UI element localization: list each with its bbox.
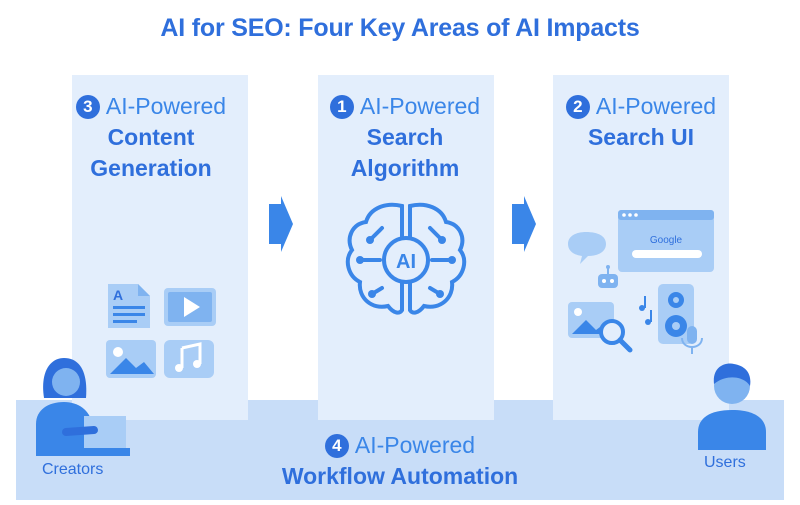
heading-line1: AI-Powered	[359, 93, 481, 119]
user-person-icon	[698, 363, 766, 450]
heading-line2: Content	[107, 124, 195, 150]
robot-icon	[598, 265, 618, 288]
step-number-badge: 2	[565, 94, 590, 119]
creator-person-icon	[36, 358, 130, 456]
arrow-right-icon	[269, 196, 293, 252]
speaker-icon	[658, 284, 694, 344]
brain-ai-label: AI	[396, 251, 416, 273]
users-label: Users	[704, 454, 746, 471]
image-icon	[106, 340, 156, 378]
heading-line1: AI-Powered	[595, 93, 717, 119]
image-search-icon	[568, 302, 633, 353]
music-icon	[164, 340, 214, 378]
document-icon: A	[108, 284, 150, 328]
microphone-icon	[681, 326, 703, 354]
step-number-badge: 3	[75, 94, 100, 119]
heading-line1: AI-Powered	[354, 432, 476, 458]
brain-ai-icon: AI	[345, 202, 467, 315]
diagram-title: AI for SEO: Four Key Areas of AI Impacts	[160, 14, 640, 42]
heading-line3: Algorithm	[350, 155, 460, 181]
workflow-automation-heading: 4 AI-Powered Workflow Automation	[200, 430, 600, 492]
video-icon	[164, 288, 216, 326]
search-ui-icons: Google	[568, 210, 714, 354]
search-algorithm-heading: 1 AI-Powered Search Algorithm	[295, 91, 515, 184]
heading-line1: AI-Powered	[105, 93, 227, 119]
svg-text:A: A	[113, 287, 123, 303]
creators-label: Creators	[42, 461, 104, 478]
content-generation-heading: 3 AI-Powered Content Generation	[46, 91, 256, 184]
content-media-icons: A	[106, 284, 216, 378]
search-logo: Google	[650, 235, 683, 246]
search-ui-heading: 2 AI-Powered Search UI	[526, 91, 756, 153]
chat-bubble-icon	[568, 232, 606, 264]
music-note-icon	[639, 296, 652, 325]
heading-line3: Generation	[90, 155, 212, 181]
heading-line2: Search	[366, 124, 444, 150]
step-number-badge: 4	[324, 433, 349, 458]
browser-window-icon: Google	[618, 210, 714, 272]
step-number-badge: 1	[329, 94, 354, 119]
arrow-right-icon	[512, 196, 536, 252]
heading-line2: Workflow Automation	[281, 463, 519, 489]
content-generation-panel	[72, 75, 248, 420]
heading-line2: Search UI	[587, 124, 695, 150]
